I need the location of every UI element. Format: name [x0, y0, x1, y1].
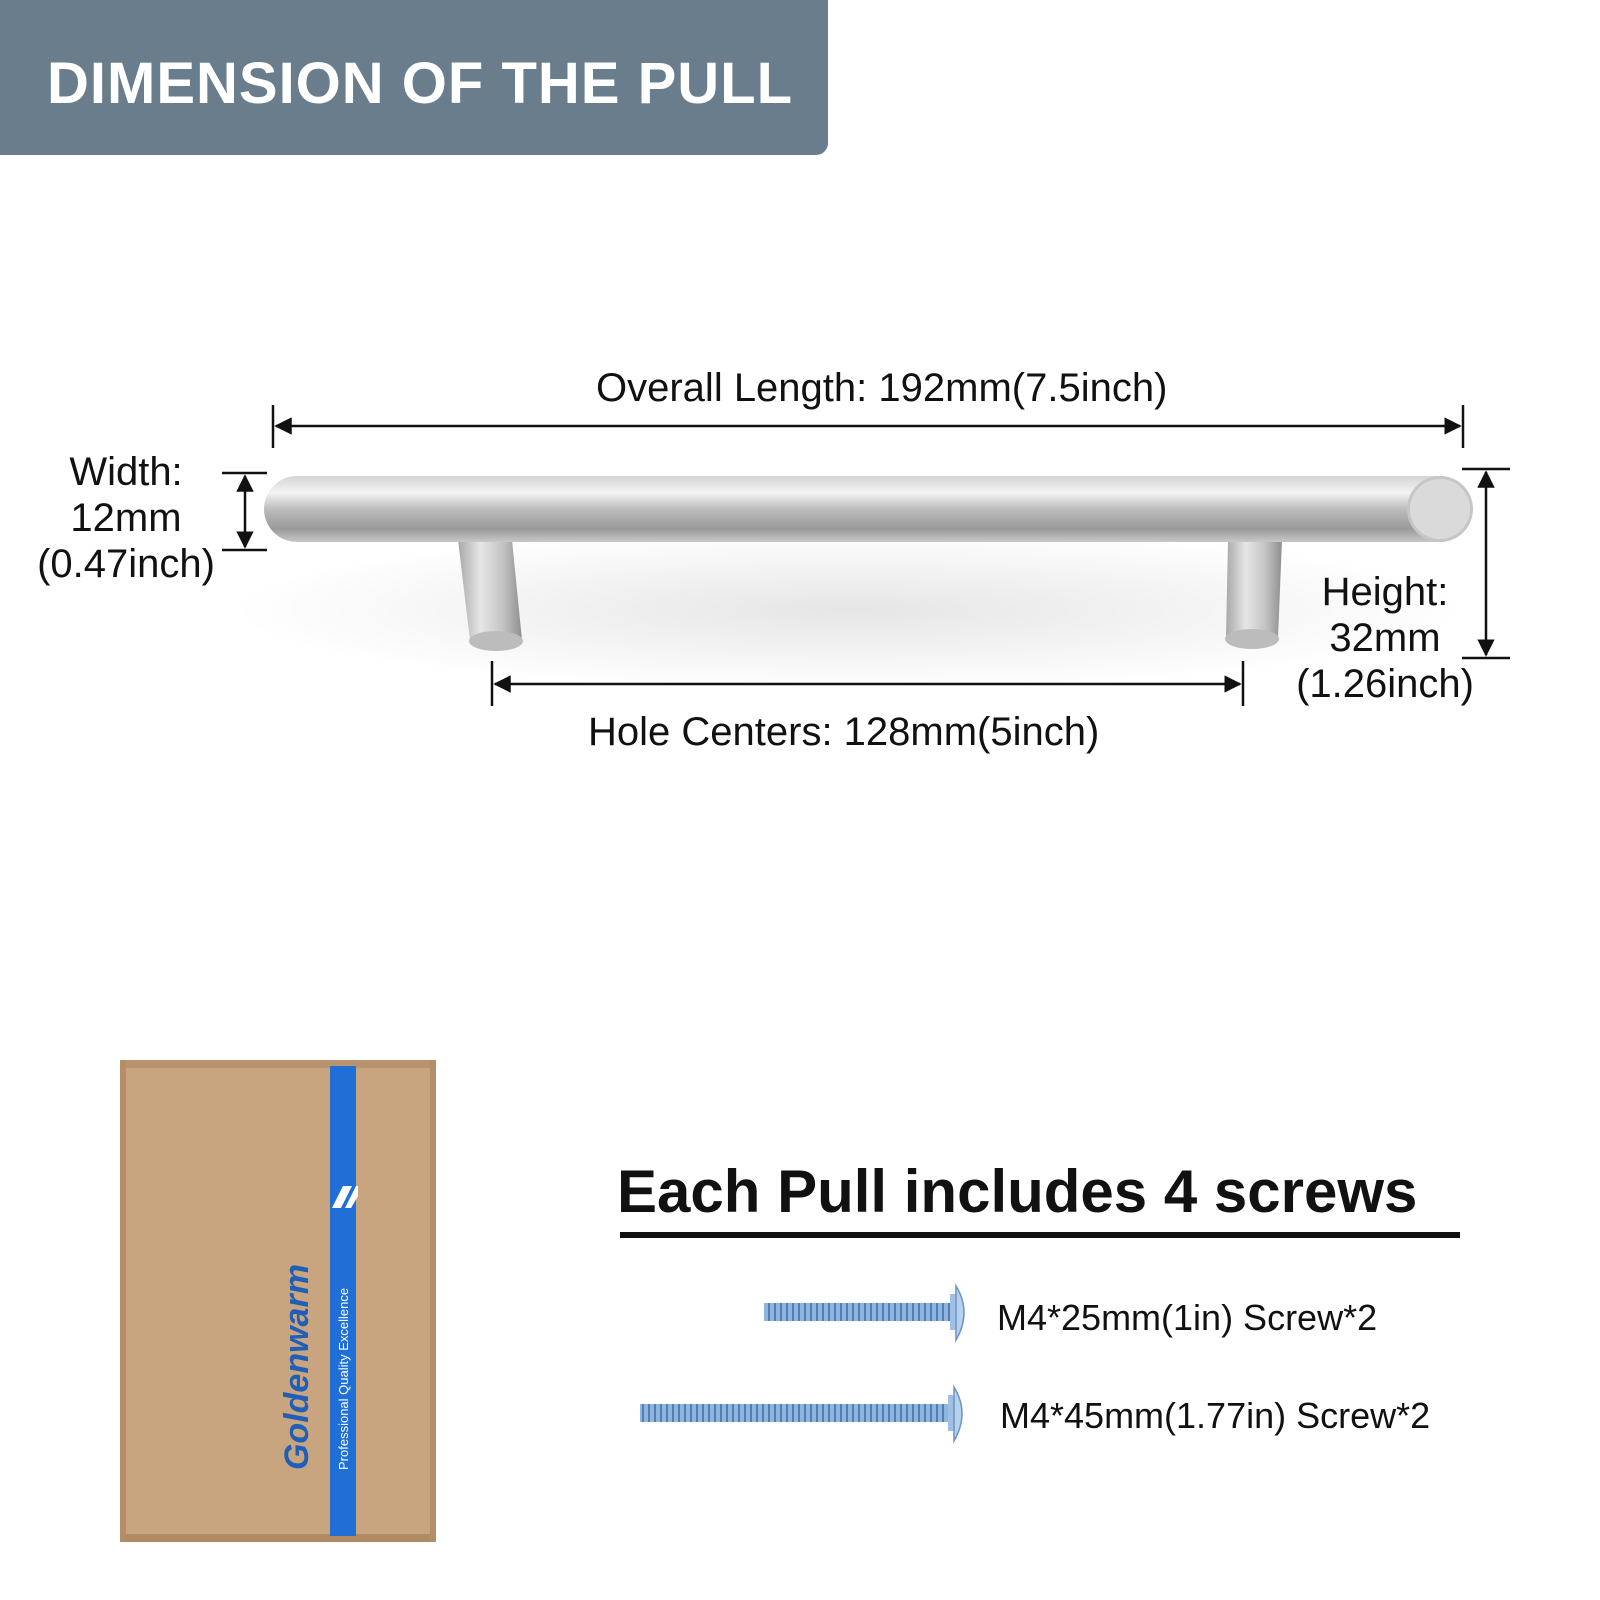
screws-heading: Each Pull includes 4 screws — [617, 1158, 1418, 1225]
width-label-line2: 12mm — [70, 496, 182, 540]
width-label-line3: (0.47inch) — [37, 542, 215, 586]
pull-leg-right — [1225, 540, 1282, 649]
pull-shadow — [230, 530, 1470, 690]
header-banner: DIMENSION OF THE PULL — [0, 0, 828, 155]
screw-label-long: M4*45mm(1.77in) Screw*2 — [1000, 1395, 1431, 1436]
overall-length-label: Overall Length: 192mm(7.5inch) — [596, 366, 1168, 410]
hole-centers-dimension — [490, 661, 1245, 706]
overall-length-dimension — [271, 405, 1465, 448]
pull-leg-left — [458, 540, 523, 651]
height-label-line1: Height: — [1321, 570, 1449, 614]
height-label-line2: 32mm — [1329, 616, 1441, 660]
screw-long — [640, 1384, 963, 1444]
hole-centers-label: Hole Centers: 128mm(5inch) — [588, 710, 1100, 754]
height-label-line3: (1.26inch) — [1296, 662, 1474, 706]
screw-short — [764, 1283, 965, 1343]
width-dimension — [222, 471, 267, 552]
width-label-line1: Width: — [69, 450, 183, 494]
screw-label-short: M4*25mm(1in) Screw*2 — [997, 1297, 1378, 1338]
height-dimension — [1462, 467, 1510, 660]
screws-heading-underline — [620, 1232, 1460, 1238]
box-body — [120, 1060, 436, 1542]
page-title: DIMENSION OF THE PULL — [47, 51, 793, 116]
pull-bar — [264, 476, 1473, 542]
